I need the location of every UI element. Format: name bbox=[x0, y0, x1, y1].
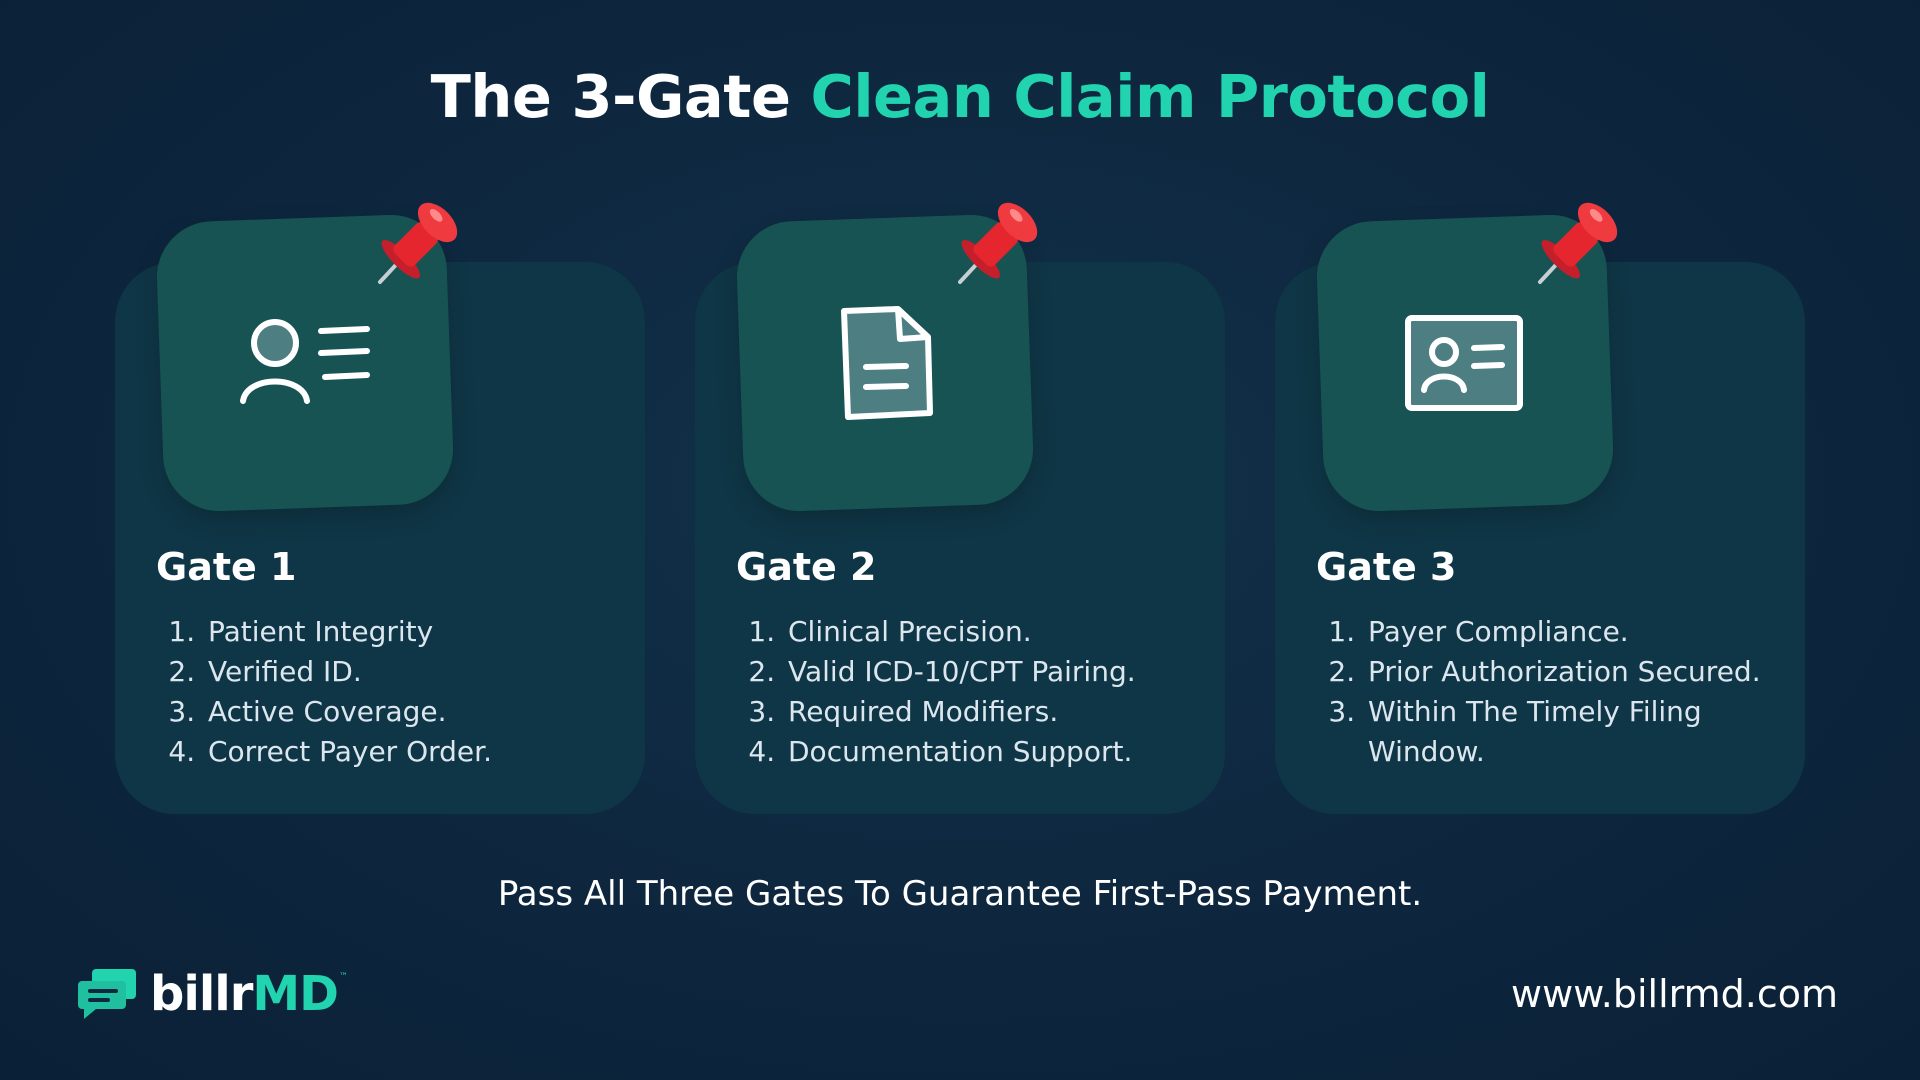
logo-prefix: billr bbox=[150, 966, 253, 1022]
gate-1-icon-tile bbox=[155, 213, 455, 513]
list-item: Required Modifiers. bbox=[784, 692, 1224, 732]
pushpin-icon bbox=[958, 202, 1038, 284]
gate-1-list: Patient Integrity Verified ID. Active Co… bbox=[156, 612, 644, 772]
list-item: Prior Authorization Secured. bbox=[1364, 652, 1794, 692]
id-card-icon bbox=[1405, 315, 1523, 411]
logo-wordmark: billrMD bbox=[150, 964, 339, 1024]
list-item: Payer Compliance. bbox=[1364, 612, 1794, 652]
list-item: Clinical Precision. bbox=[784, 612, 1224, 652]
title-accent: Clean Claim Protocol bbox=[810, 62, 1490, 131]
gate-3-list: Payer Compliance. Prior Authorization Se… bbox=[1316, 612, 1794, 772]
footer-tagline: Pass All Three Gates To Guarantee First-… bbox=[497, 874, 1423, 914]
brand-logo[interactable]: billrMD ™ bbox=[78, 964, 348, 1024]
logo-accent: MD bbox=[252, 966, 339, 1022]
gate-3-title: Gate 3 bbox=[1316, 545, 1457, 589]
list-item: Correct Payer Order. bbox=[204, 732, 644, 772]
chat-bubbles-logo-icon bbox=[78, 969, 136, 1019]
list-item: Active Coverage. bbox=[204, 692, 644, 732]
logo-trademark: ™ bbox=[339, 972, 348, 982]
list-item: Verified ID. bbox=[204, 652, 644, 692]
gate-2-list: Clinical Precision. Valid ICD-10/CPT Pai… bbox=[736, 612, 1224, 772]
list-item: Documentation Support. bbox=[784, 732, 1224, 772]
document-icon bbox=[841, 306, 933, 420]
title-prefix: The 3-Gate bbox=[430, 62, 791, 131]
website-link[interactable]: www.billrmd.com bbox=[1511, 972, 1838, 1016]
list-item: Patient Integrity bbox=[204, 612, 644, 652]
pushpin-icon bbox=[1538, 202, 1618, 284]
user-profile-list-icon bbox=[240, 319, 370, 404]
gate-2-title: Gate 2 bbox=[736, 545, 877, 589]
page-title: The 3-Gate Clean Claim Protocol bbox=[0, 62, 1920, 131]
gate-3-icon-tile bbox=[1315, 213, 1615, 513]
gate-1-title: Gate 1 bbox=[156, 545, 297, 589]
gate-2-icon-tile bbox=[735, 213, 1035, 513]
list-item: Valid ICD-10/CPT Pairing. bbox=[784, 652, 1224, 692]
list-item: Within The Timely Filing Window. bbox=[1364, 692, 1794, 772]
pushpin-icon bbox=[378, 202, 458, 284]
